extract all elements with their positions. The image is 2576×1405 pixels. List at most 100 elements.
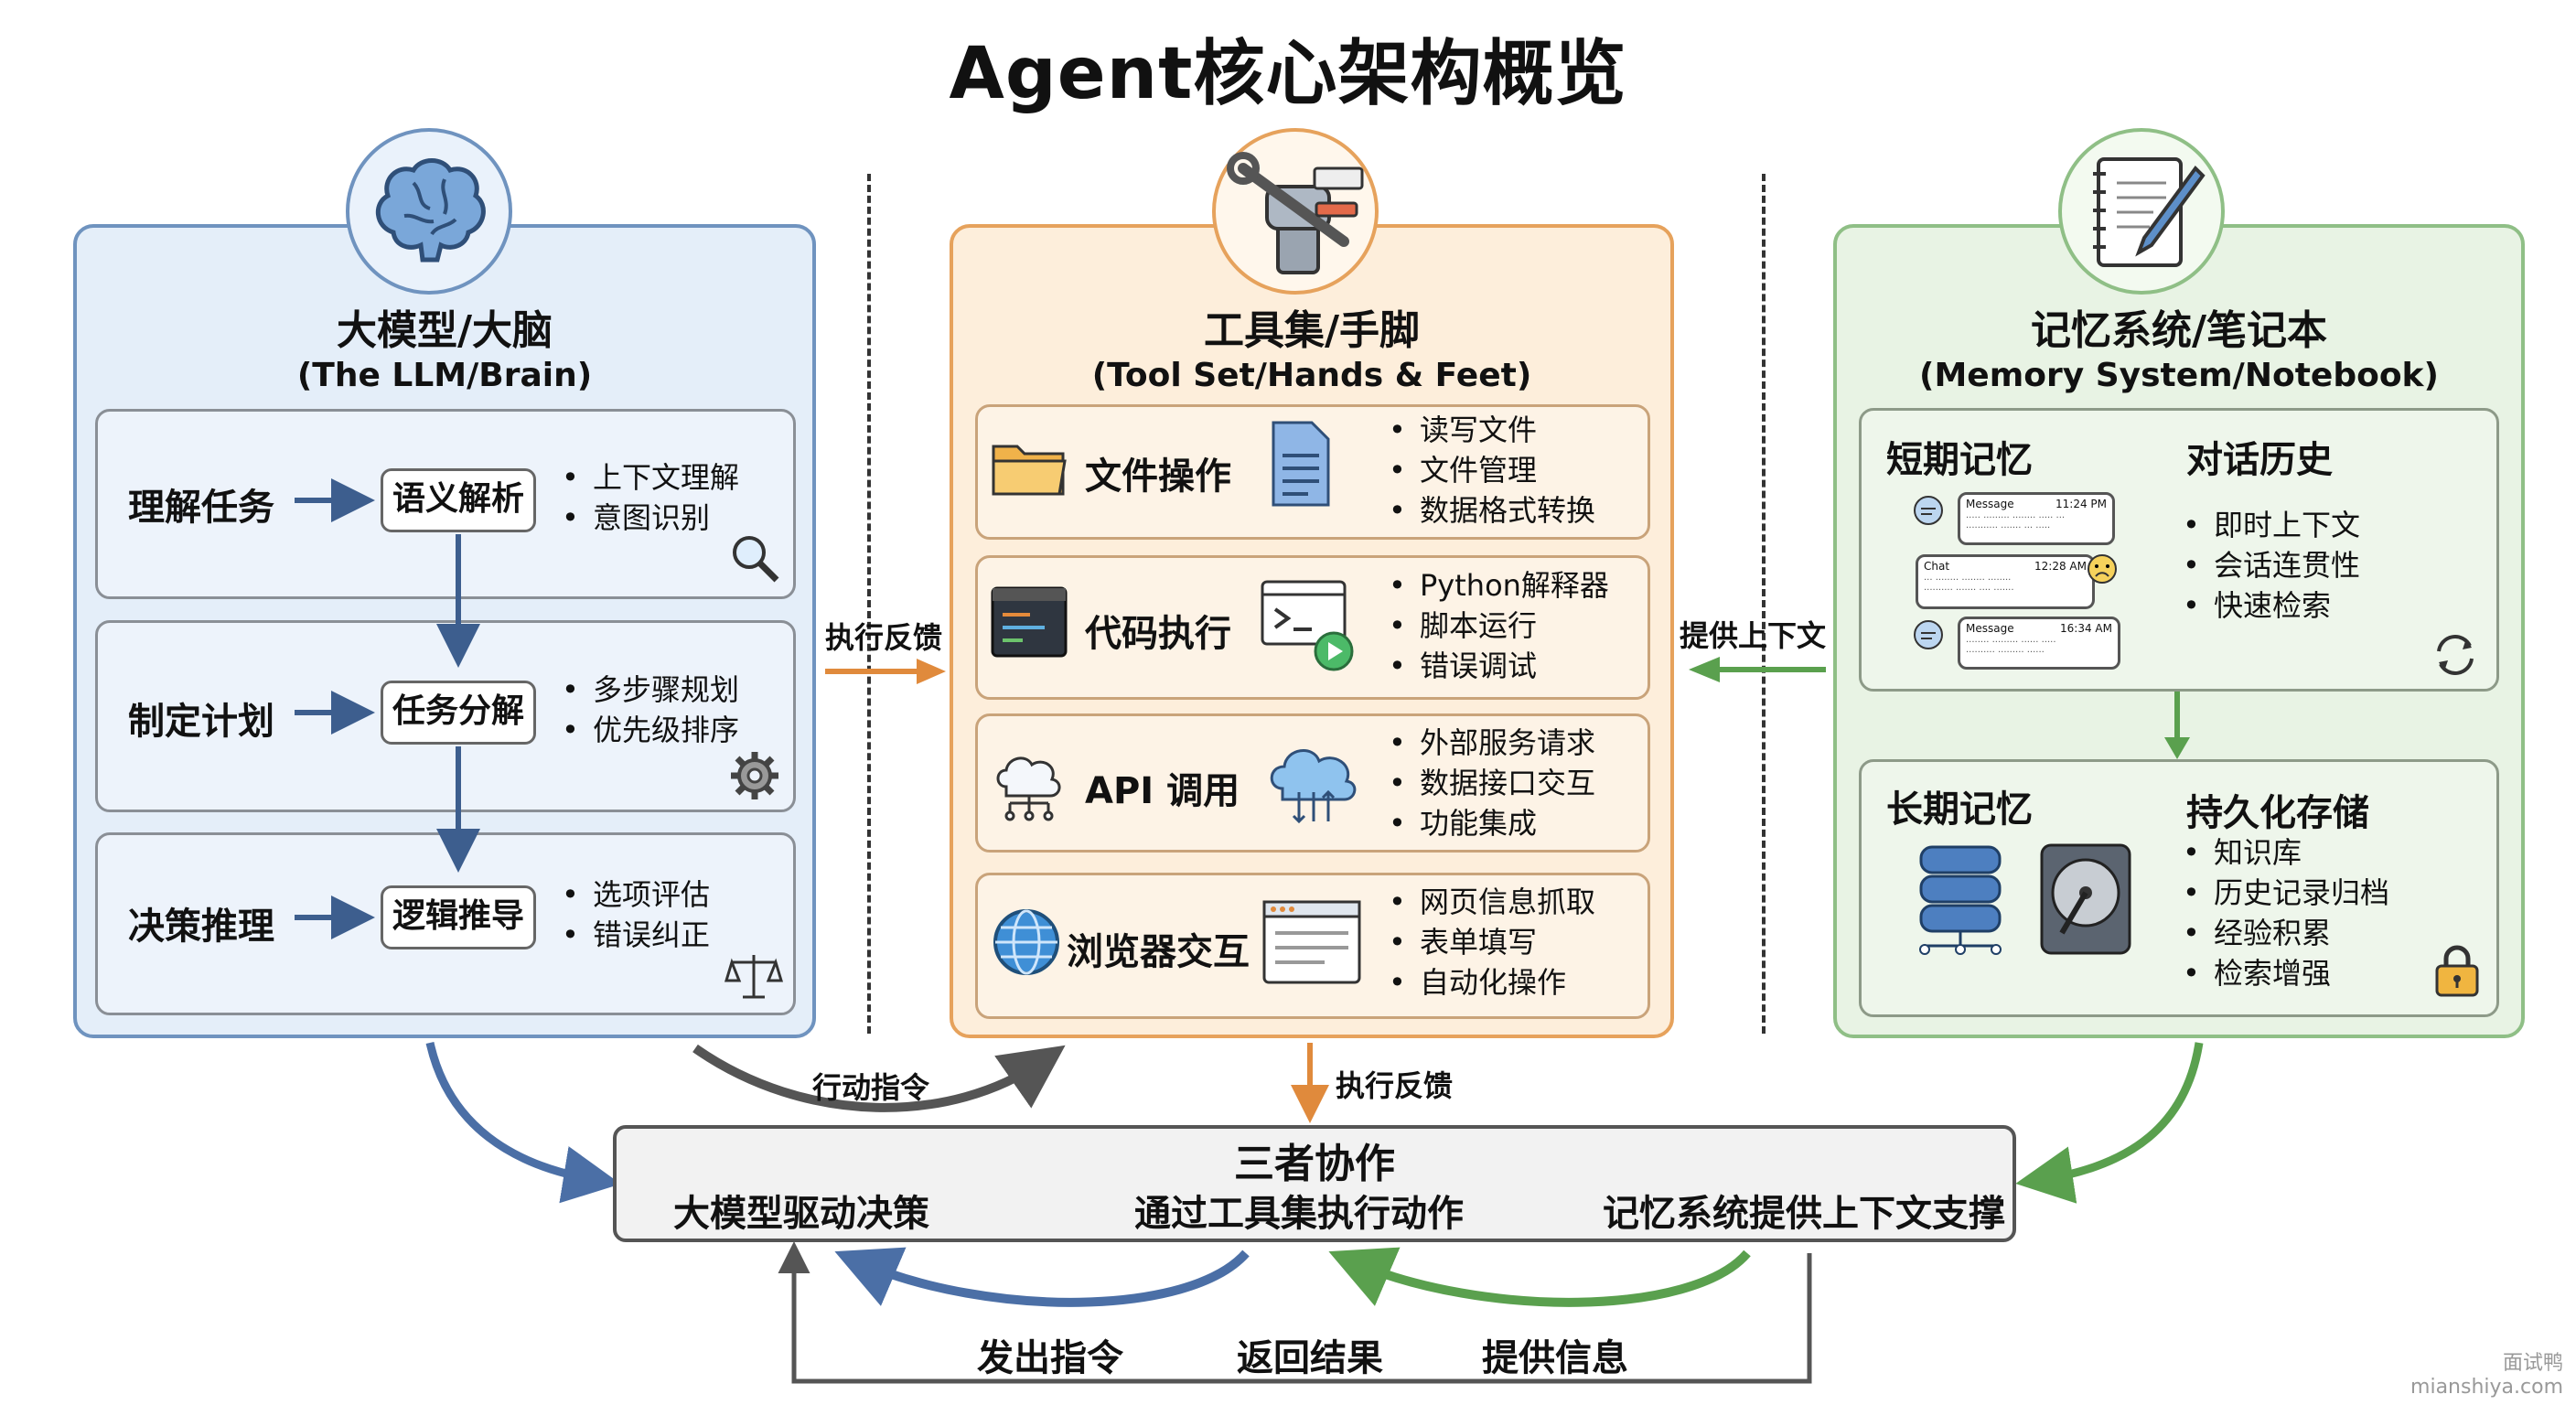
bullet-item: 读写文件: [1389, 410, 1595, 450]
refresh-icon: [2437, 635, 2474, 675]
llm-title: 大模型/大脑: [336, 307, 553, 354]
gear-icon: [731, 752, 778, 799]
tool-name: 文件操作: [1085, 456, 1231, 498]
notebook-pen-icon: [2058, 128, 2225, 295]
collab-step: 记忆系统提供上下文支撑: [1603, 1193, 2005, 1235]
tool-name: 代码执行: [1085, 613, 1231, 655]
llm-step-label: 制定计划: [128, 701, 274, 743]
hard-drive-icon: [2040, 843, 2131, 955]
magnifier-icon: [733, 536, 779, 583]
llm-to-tools-arrow: [825, 659, 946, 684]
short-term-bullets: 即时上下文 会话连贯性 快速检索: [2183, 505, 2360, 626]
llm-step-label: 决策推理: [128, 906, 274, 948]
bullet-item: 错误调试: [1389, 646, 1609, 686]
chat-avatar-icon: [1914, 620, 1943, 649]
chat-time: 11:24 PM: [2055, 498, 2107, 510]
bullet-item: 表单填写: [1389, 922, 1595, 962]
database-icon: [1919, 845, 2002, 955]
tool-bullets: 读写文件 文件管理 数据格式转换: [1389, 410, 1595, 531]
short-term-heading: 对话历史: [2186, 439, 2333, 481]
lock-icon: [2435, 945, 2479, 997]
browser-window-icon: [1262, 900, 1361, 984]
bullet-item: 文件管理: [1389, 450, 1595, 490]
short-to-long-arrow: [2164, 692, 2190, 759]
bottom-label-return-result: 返回结果: [1237, 1337, 1383, 1379]
bullet-item: 网页信息抓取: [1389, 882, 1595, 922]
bullet-item: 即时上下文: [2183, 505, 2360, 545]
llm-step-box: 任务分解: [381, 681, 536, 745]
llm-step-box: 语义解析: [381, 468, 536, 532]
collab-step: 大模型驱动决策: [673, 1193, 929, 1235]
bullet-item: 经验积累: [2183, 913, 2389, 953]
cloud-network-icon: [996, 756, 1061, 821]
divider-right: [1762, 174, 1766, 1034]
long-term-label: 长期记忆: [1886, 788, 2033, 831]
bullet-item: 选项评估: [562, 874, 710, 915]
chat-tag: Message: [1966, 622, 2014, 635]
bullet-item: 意图识别: [562, 498, 739, 538]
bullet-item: 功能集成: [1389, 803, 1595, 843]
watermark-line: 面试鸭: [2502, 1352, 2563, 1375]
long-term-bullets: 知识库 历史记录归档 经验积累 检索增强: [2183, 832, 2389, 993]
sad-face-icon: [2088, 554, 2117, 584]
short-term-label: 短期记忆: [1886, 439, 2033, 481]
bullet-item: 数据接口交互: [1389, 763, 1595, 803]
chat-tag: Chat: [1924, 560, 1950, 573]
scale-icon: [724, 955, 784, 999]
llm-step-label: 理解任务: [128, 487, 274, 529]
edge-label-tools-feedback: 执行反馈: [1336, 1068, 1454, 1103]
bullet-item: 会话连贯性: [2183, 545, 2360, 585]
watermark: 面试鸭 mianshiya.com: [2410, 1346, 2563, 1399]
bullet-item: 自动化操作: [1389, 962, 1595, 1003]
collab-title: 三者协作: [1234, 1141, 1395, 1187]
chat-text: ... ........ ........ ........ .........…: [1924, 573, 2014, 593]
bullet-item: Python解释器: [1389, 565, 1609, 606]
bottom-label-provide-info: 提供信息: [1482, 1337, 1628, 1379]
long-term-heading: 持久化存储: [2186, 792, 2369, 834]
chat-avatar-icon: [1914, 496, 1943, 525]
tool-bullets: 网页信息抓取 表单填写 自动化操作: [1389, 882, 1595, 1003]
cloud-transfer-icon: [1270, 749, 1357, 824]
watermark-line: mianshiya.com: [2410, 1376, 2563, 1399]
document-icon: [1272, 421, 1330, 507]
chat-tag: Message: [1966, 498, 2014, 510]
chat-text: ..... ......... ........ ..... ... .....…: [1966, 510, 2066, 531]
bullet-item: 数据格式转换: [1389, 490, 1595, 531]
llm-step-box: 逻辑推导: [381, 885, 536, 949]
edge-label-llm-tools: 执行反馈: [825, 620, 943, 655]
run-window-icon: [1261, 580, 1354, 671]
bullet-item: 历史记录归档: [2183, 873, 2389, 913]
chat-text: ........ ......... ...... ..... ........…: [1966, 635, 2056, 655]
page-title: Agent核心架构概览: [949, 33, 1627, 115]
tool-name: API 调用: [1085, 770, 1240, 812]
edge-label-memory-tools: 提供上下文: [1680, 618, 1827, 653]
llm-step-bullets: 多步骤规划 优先级排序: [562, 670, 739, 750]
bullet-item: 脚本运行: [1389, 606, 1609, 646]
tools-title: 工具集/手脚: [1203, 307, 1421, 354]
bullet-item: 上下文理解: [562, 457, 739, 498]
bullet-item: 错误纠正: [562, 915, 710, 955]
code-terminal-icon: [991, 586, 1068, 658]
collab-step: 通过工具集执行动作: [1134, 1193, 1464, 1235]
bullet-item: 外部服务请求: [1389, 723, 1595, 763]
bullet-item: 优先级排序: [562, 710, 739, 750]
tool-name: 浏览器交互: [1067, 931, 1250, 973]
bullet-item: 知识库: [2183, 832, 2389, 873]
chat-time: 12:28 AM: [2034, 560, 2087, 573]
memory-to-tools-arrow: [1689, 657, 1826, 682]
memory-title: 记忆系统/笔记本: [2030, 307, 2328, 354]
edge-label-action-command: 行动指令: [812, 1070, 930, 1105]
bullet-item: 检索增强: [2183, 953, 2389, 993]
llm-step-bullets: 选项评估 错误纠正: [562, 874, 710, 955]
chat-bubble: Message 16:34 AM ........ ......... ....…: [1958, 617, 2120, 670]
tools-subtitle: (Tool Set/Hands & Feet): [1091, 357, 1532, 394]
chat-time: 16:34 AM: [2060, 622, 2112, 635]
bullet-item: 多步骤规划: [562, 670, 739, 710]
memory-subtitle: (Memory System/Notebook): [1919, 357, 2439, 394]
chat-bubble: Chat 12:28 AM ... ........ ........ ....…: [1916, 554, 2095, 609]
tool-bullets: 外部服务请求 数据接口交互 功能集成: [1389, 723, 1595, 843]
divider-left: [867, 174, 871, 1034]
folder-icon: [992, 445, 1067, 496]
collaboration-box: [613, 1125, 2016, 1242]
chat-bubble: Message 11:24 PM ..... ......... .......…: [1958, 492, 2115, 545]
